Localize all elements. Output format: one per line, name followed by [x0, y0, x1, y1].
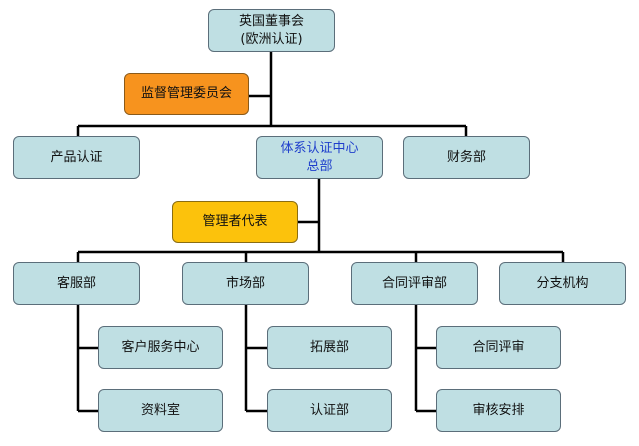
contract-review-label: 合同评审 — [472, 339, 525, 355]
certification-center-hq-node: 体系认证中心 总部 — [256, 136, 383, 179]
archives-room-node: 资料室 — [98, 389, 223, 432]
branches-label: 分支机构 — [536, 275, 589, 291]
board-title: 英国董事会 — [238, 13, 304, 29]
board-subtitle: (欧洲认证) — [240, 31, 303, 47]
market-department-label: 市场部 — [225, 275, 265, 291]
audit-scheduling-label: 审核安排 — [472, 402, 525, 418]
customer-service-department-node: 客服部 — [13, 262, 140, 305]
customer-service-center-node: 客户服务中心 — [98, 326, 223, 369]
finance-department-node: 财务部 — [403, 136, 530, 179]
archives-room-label: 资料室 — [140, 402, 180, 418]
customer-service-center-label: 客户服务中心 — [121, 339, 200, 355]
supervision-committee-node: 监督管理委员会 — [124, 73, 249, 115]
expansion-department-node: 拓展部 — [267, 326, 392, 369]
market-department-node: 市场部 — [182, 262, 309, 305]
audit-scheduling-node: 审核安排 — [436, 389, 561, 432]
customer-service-department-label: 客服部 — [56, 275, 96, 291]
certification-center-subtitle: 总部 — [306, 158, 333, 174]
contract-review-department-label: 合同评审部 — [381, 275, 447, 291]
board-node: 英国董事会 (欧洲认证) — [208, 9, 335, 52]
contract-review-node: 合同评审 — [436, 326, 561, 369]
finance-department-label: 财务部 — [446, 149, 486, 165]
certification-center-title: 体系认证中心 — [280, 140, 359, 156]
certification-department-node: 认证部 — [267, 389, 392, 432]
management-representative-label: 管理者代表 — [202, 214, 268, 229]
product-certification-node: 产品认证 — [13, 136, 140, 179]
contract-review-department-node: 合同评审部 — [351, 262, 478, 305]
management-representative-node: 管理者代表 — [172, 201, 298, 243]
branches-node: 分支机构 — [499, 262, 626, 305]
product-certification-label: 产品认证 — [50, 149, 103, 165]
expansion-department-label: 拓展部 — [309, 339, 349, 355]
certification-department-label: 认证部 — [309, 402, 349, 418]
supervision-committee-label: 监督管理委员会 — [140, 86, 232, 101]
